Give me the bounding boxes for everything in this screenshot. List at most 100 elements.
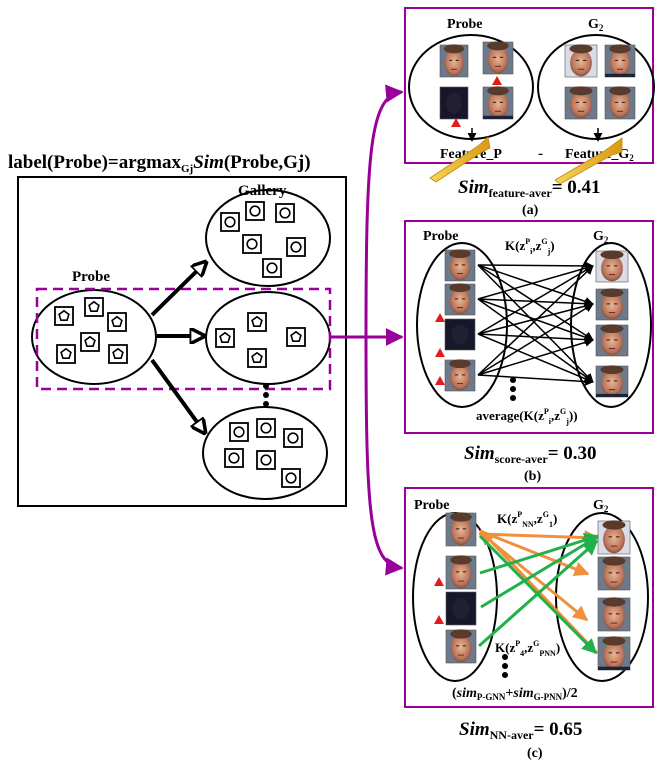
pair-arrow: [477, 263, 594, 300]
panel-a-sim: Simfeature-aver= 0.41: [458, 177, 601, 200]
panel-c-caption: (c): [527, 746, 543, 761]
face-thumbnail: [444, 249, 476, 282]
pair-arrow: [477, 264, 594, 341]
green-nn-arrow: [479, 532, 600, 575]
connector-to-panel-a: [364, 84, 404, 338]
dark-face-thumbnail: [444, 318, 476, 351]
gallery-label: Gallery: [238, 183, 287, 199]
pair-arrow: [477, 265, 594, 376]
panel-c-kernel-top: K(zPNN,zG1): [497, 510, 557, 529]
panel-c-sim: SimNN-aver= 0.65: [459, 719, 582, 742]
panel-b-probe-ellipse: [416, 242, 508, 408]
face-thumbnail: [445, 512, 477, 547]
circle-sample-icon: [256, 450, 276, 470]
panel-c-faces: [434, 512, 631, 671]
face-thumbnail: [595, 250, 629, 283]
face-thumbnail: [564, 86, 598, 120]
pair-arrow: [477, 264, 594, 306]
pair-arrow: [477, 265, 594, 335]
probe-to-gallery-1-arrow: [150, 262, 206, 317]
gallery-ellipse-1: [205, 189, 331, 287]
face-thumbnail: [595, 365, 629, 398]
pentagon-sample-icon: [108, 344, 128, 364]
face-thumbnail: [439, 44, 469, 78]
gallery-ellipse-3: [202, 406, 328, 500]
panel-a-border: [404, 7, 654, 164]
gold-arrow-icon: [554, 137, 623, 185]
dark-face-thumbnail: [445, 591, 477, 626]
panel-c-gallery-ellipse: [555, 512, 649, 682]
circle-sample-icon: [286, 237, 306, 257]
circle-sample-icon: [229, 422, 249, 442]
more-dot: [263, 401, 269, 407]
selection-dashed-box: [35, 287, 332, 391]
panel-c-probe-label: Probe: [414, 498, 450, 513]
circle-sample-icon: [256, 418, 276, 438]
panel-b-kernel-top: K(zPi,zGj): [505, 237, 555, 256]
panel-b-faces: [435, 249, 629, 398]
panel-b-caption: (b): [524, 469, 541, 484]
red-marker-icon: [435, 376, 445, 385]
orange-nn-arrow: [478, 530, 600, 546]
probe-label: Probe: [72, 269, 110, 285]
circle-sample-icon: [245, 201, 265, 221]
panel-a-probe-ellipse: [408, 34, 534, 140]
panel-a: Probe G2 Feature_P - Feature_G2 Simfeatu…: [404, 7, 655, 218]
face-thumbnail: [444, 283, 476, 316]
left-panel-border: [17, 176, 347, 507]
gold-arrow-icon: [429, 136, 491, 183]
pair-arrow: [477, 333, 594, 345]
panel-c-border: [404, 487, 654, 708]
more-dot: [510, 386, 516, 392]
face-thumbnail: [445, 629, 477, 664]
face-thumbnail: [604, 86, 636, 120]
panel-c-formula: (simP-GNN+simG-PNN)/2: [452, 686, 578, 702]
dark-face-thumbnail: [439, 86, 469, 120]
circle-sample-icon: [275, 203, 295, 223]
red-marker-icon: [451, 118, 461, 127]
more-dot: [510, 377, 516, 383]
panel-a-probe-label: Probe: [447, 17, 483, 32]
pentagon-sample-icon: [247, 312, 267, 332]
panel-a-faces: [439, 41, 636, 127]
pentagon-sample-icon: [56, 344, 76, 364]
red-marker-icon: [434, 615, 444, 624]
panel-c-kernel-bottom: K(zP4,zGPNN): [495, 639, 560, 658]
panel-c-nn-arrows: [478, 529, 600, 655]
panel-b-average-label: average(K(zPi,zGj)): [476, 407, 578, 426]
panel-b: Probe G2 K(zPi,zGj) average(K(zPi,zGj)) …: [404, 220, 654, 484]
face-thumbnail: [595, 324, 629, 357]
circle-sample-icon: [281, 468, 301, 488]
face-thumbnail: [482, 41, 514, 75]
more-dot: [502, 672, 508, 678]
more-dot: [502, 663, 508, 669]
panel-c: Probe G2 K(zPNN,zG1) K(zP4,zGPNN) (simP-…: [404, 487, 654, 761]
panel-b-border: [404, 220, 654, 434]
pair-arrow: [477, 303, 594, 376]
pair-arrow: [477, 301, 594, 335]
panel-c-gallery-label: G2: [593, 498, 609, 514]
pair-arrow: [477, 374, 594, 386]
pentagon-sample-icon: [286, 327, 306, 347]
left-panel: Gallery Probe: [17, 176, 347, 507]
pentagon-sample-icon: [84, 297, 104, 317]
circle-sample-icon: [220, 212, 240, 232]
connector-arrows: [330, 84, 404, 576]
circle-sample-icon: [262, 258, 282, 278]
pair-arrow: [477, 298, 594, 383]
panel-a-caption: (a): [522, 203, 539, 218]
face-thumbnail: [597, 636, 631, 671]
pentagon-sample-icon: [215, 328, 235, 348]
probe-to-gallery-3-arrow: [150, 358, 205, 433]
pentagon-sample-icon: [54, 306, 74, 326]
pair-arrow: [477, 261, 594, 271]
circle-sample-icon: [242, 234, 262, 254]
panel-b-sim: Simscore-aver= 0.30: [464, 443, 597, 466]
pair-arrow: [477, 338, 594, 376]
face-thumbnail: [564, 44, 598, 78]
panel-b-probe-label: Probe: [423, 229, 459, 244]
main-label: label(Probe)=argmaxGjSim(Probe,Gj): [8, 152, 311, 175]
panel-b-gallery-label: G2: [593, 229, 609, 245]
red-marker-icon: [435, 348, 445, 357]
face-thumbnail: [597, 556, 631, 591]
